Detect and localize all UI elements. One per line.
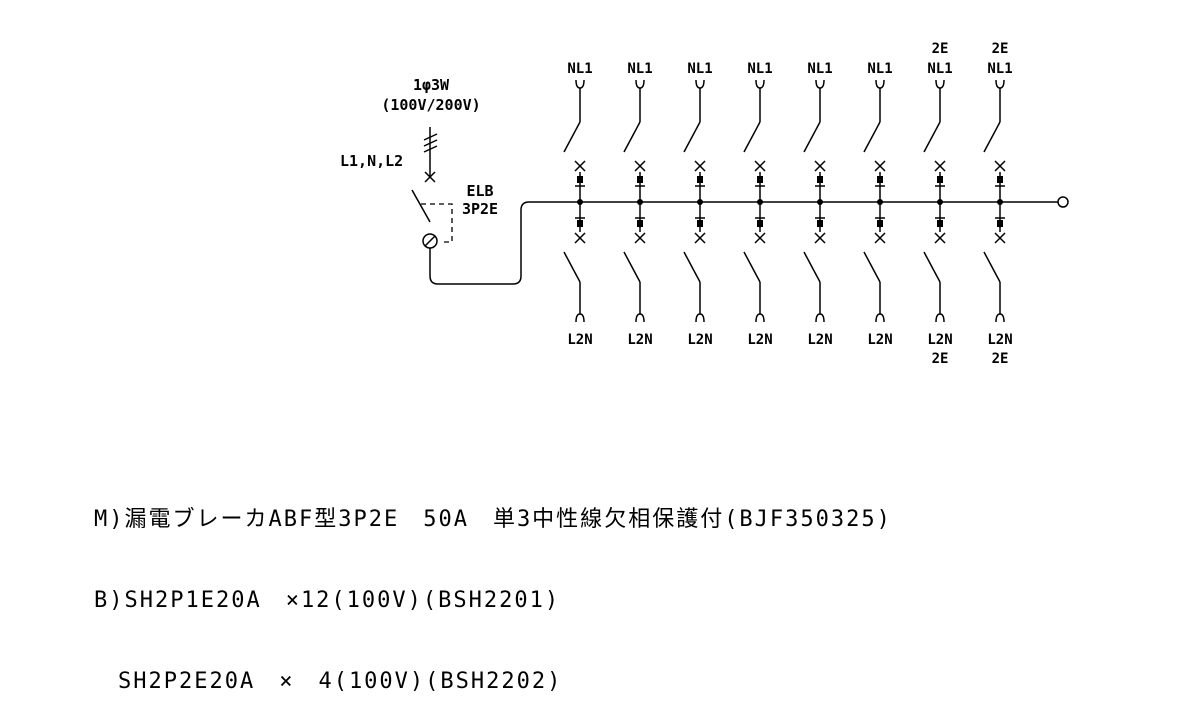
branch-bottom-label: L2N [807, 332, 832, 348]
branch-bottom-label: L2N [987, 332, 1012, 348]
main-breaker-elb [411, 189, 1069, 285]
note-branch-breaker-2: SH2P2E20A × 4(100V)(BSH2202) [94, 669, 563, 694]
branch-bottom-label: L2N [867, 332, 892, 348]
branch-circuits: NL1L2NNL1L2NNL1L2NNL1L2NNL1L2NNL1L2N2ENL… [563, 41, 1013, 367]
branch-bottom-ext-label: 2E [932, 351, 949, 367]
supply-lines-label: L1,N,L2 [340, 152, 403, 170]
branch-bottom-label: L2N [927, 332, 952, 348]
branch-top-ext-label: 2E [992, 41, 1009, 57]
note-main-breaker: M)漏電ブレーカABF型3P2E 50A 単3中性線欠相保護付(BJF35032… [94, 507, 892, 532]
branch-top-label: NL1 [987, 61, 1012, 77]
main-breaker-poles: 3P2E [462, 200, 498, 218]
branch-top-label: NL1 [687, 61, 712, 77]
branch-top-label: NL1 [807, 61, 832, 77]
branch-bottom-label: L2N [567, 332, 592, 348]
branch-top-label: NL1 [867, 61, 892, 77]
branch-top-label: NL1 [627, 61, 652, 77]
branch-bottom-label: L2N [747, 332, 772, 348]
branch-top-label: NL1 [747, 61, 772, 77]
branch-bottom-label: L2N [687, 332, 712, 348]
branch-bottom-label: L2N [627, 332, 652, 348]
note-branch-breaker-1: B)SH2P1E20A ×12(100V)(BSH2201) [94, 588, 561, 613]
notes-block: M)漏電ブレーカABF型3P2E 50A 単3中性線欠相保護付(BJF35032… [94, 452, 892, 722]
branch-top-label: NL1 [567, 61, 592, 77]
supply-phase-label: 1φ3W [413, 76, 450, 94]
single-line-diagram: 1φ3W (100V/200V) L1,N,L2 ELB 3P2E NL1L2N… [340, 41, 1069, 367]
branch-top-ext-label: 2E [932, 41, 949, 57]
branch-top-label: NL1 [927, 61, 952, 77]
branch-bottom-ext-label: 2E [992, 351, 1009, 367]
incoming-feeder [423, 127, 438, 183]
supply-voltage-label: (100V/200V) [381, 96, 480, 114]
main-breaker-name: ELB [466, 182, 493, 200]
